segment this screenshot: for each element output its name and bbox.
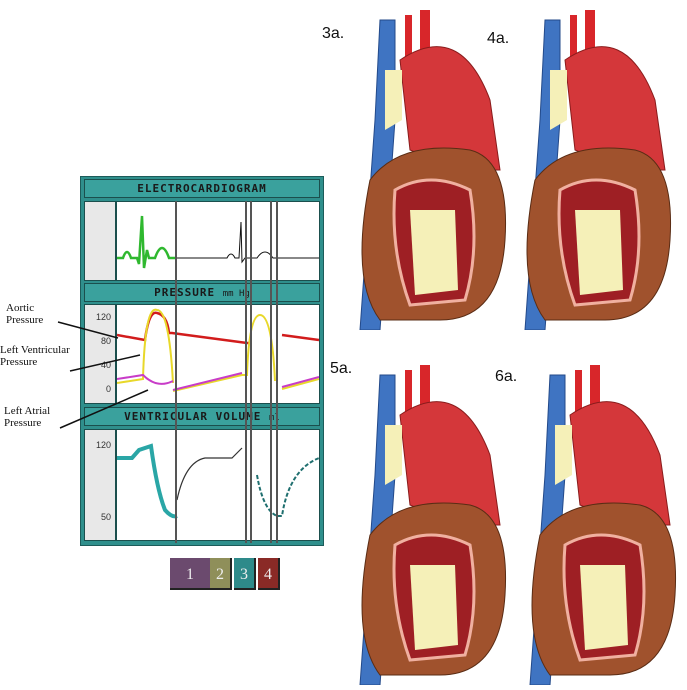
ecg-plot bbox=[116, 201, 320, 281]
tick-0: 0 bbox=[105, 384, 111, 394]
pressure-axis: 120 80 40 0 bbox=[84, 304, 116, 404]
tick-40: 40 bbox=[100, 360, 111, 370]
heart-illustration bbox=[340, 0, 515, 335]
heart-illustration bbox=[505, 0, 680, 335]
lv-pressure-callout: Left Ventricular Pressure bbox=[0, 344, 70, 368]
cardiac-cycle-panel: ELECTROCARDIOGRAM PRESSURE mm Hg 120 80 … bbox=[80, 176, 324, 546]
callout-lines bbox=[57, 321, 149, 429]
heart-label: 3a. bbox=[322, 25, 345, 42]
heart-illustration bbox=[340, 355, 515, 690]
ecg-header: ELECTROCARDIOGRAM bbox=[84, 179, 320, 198]
volume-trace bbox=[117, 443, 320, 519]
ecg-axis bbox=[84, 201, 116, 281]
tab-label: 1 bbox=[186, 566, 194, 583]
ecg-title: ELECTROCARDIOGRAM bbox=[137, 182, 267, 195]
phase-tab-1[interactable]: 1 bbox=[170, 558, 212, 590]
volume-axis: 120 50 bbox=[84, 429, 116, 541]
volume-unit: ml bbox=[269, 413, 280, 423]
phase-tab-2[interactable]: 2 bbox=[210, 558, 232, 590]
tick-80: 80 bbox=[100, 336, 111, 346]
volume-title: VENTRICULAR VOLUME bbox=[124, 410, 262, 423]
tab-label: 4 bbox=[264, 566, 272, 583]
pressure-traces bbox=[116, 308, 320, 392]
heart-label: 4a. bbox=[487, 30, 510, 47]
volume-header: VENTRICULAR VOLUME ml bbox=[84, 407, 320, 426]
aortic-pressure-callout: Aortic Pressure bbox=[6, 302, 44, 326]
pressure-unit: mm Hg bbox=[222, 289, 250, 299]
tick-50: 50 bbox=[100, 512, 111, 522]
pressure-title: PRESSURE bbox=[154, 286, 216, 299]
heart-label: 6a. bbox=[495, 368, 518, 385]
la-pressure-callout: Left Atrial Pressure bbox=[4, 405, 51, 429]
heart-label: 5a. bbox=[330, 360, 353, 377]
pressure-header: PRESSURE mm Hg bbox=[84, 283, 320, 302]
tick-120: 120 bbox=[95, 440, 111, 450]
phase-tab-3[interactable]: 3 bbox=[234, 558, 256, 590]
pressure-plot bbox=[116, 304, 320, 404]
heart-illustration bbox=[510, 355, 685, 690]
tick-120: 120 bbox=[95, 312, 111, 322]
tab-label: 2 bbox=[216, 566, 224, 583]
volume-plot bbox=[116, 429, 320, 541]
phase-tab-4[interactable]: 4 bbox=[258, 558, 280, 590]
tab-label: 3 bbox=[240, 566, 248, 583]
phase-dividers bbox=[175, 201, 278, 543]
la-pressure-line bbox=[116, 372, 320, 391]
ecg-trace bbox=[117, 215, 319, 269]
